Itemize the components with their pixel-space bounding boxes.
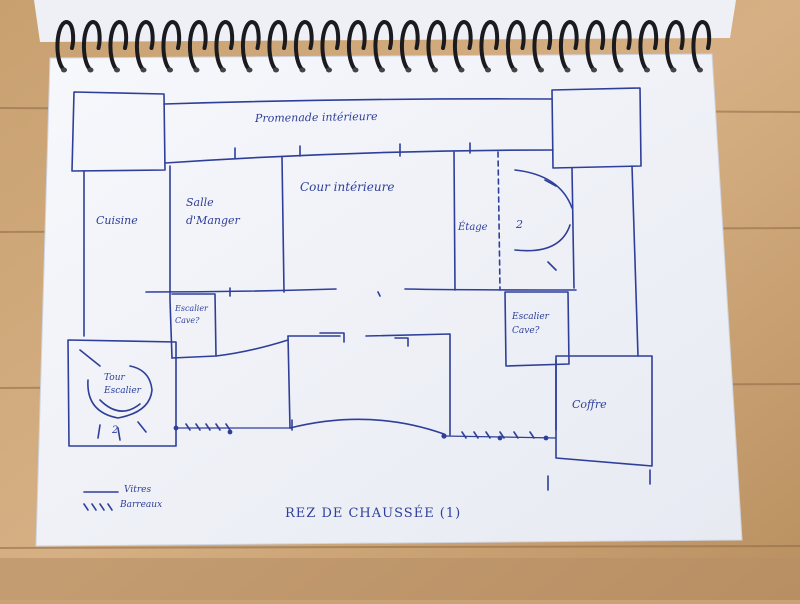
spiral-hole bbox=[379, 67, 385, 73]
label-cuisine: Cuisine bbox=[96, 214, 138, 227]
spiral-hole bbox=[61, 67, 67, 73]
spiral-hole bbox=[167, 67, 173, 73]
spiral-coil bbox=[135, 19, 155, 72]
spiral-coil bbox=[267, 19, 288, 72]
spiral-coil bbox=[691, 19, 712, 72]
spiral-coil bbox=[585, 19, 606, 72]
spiral-coil bbox=[214, 19, 235, 72]
spiral-hole bbox=[432, 67, 438, 73]
label-cave-left: Escalier Cave? bbox=[175, 304, 208, 325]
number-tour: 2 bbox=[112, 425, 119, 436]
spiral-hole bbox=[326, 67, 332, 73]
label-coffre: Coffre bbox=[572, 398, 607, 411]
plan-markers bbox=[173, 425, 549, 441]
label-cour: Cour intérieure bbox=[300, 180, 395, 194]
spiral-hole bbox=[193, 67, 200, 73]
notebook-page bbox=[35, 53, 743, 547]
spiral-hole bbox=[352, 67, 359, 73]
spiral-coil bbox=[506, 19, 526, 72]
spiral-coil bbox=[320, 19, 341, 72]
spiral-coil bbox=[347, 19, 367, 72]
spiral-coil bbox=[479, 19, 500, 72]
spiral-coil bbox=[241, 19, 261, 72]
spiral-hole bbox=[644, 67, 650, 73]
spiral-coil bbox=[400, 19, 420, 72]
spiral-coil bbox=[188, 19, 208, 72]
spiral-hole bbox=[511, 67, 518, 73]
spiral-hole bbox=[670, 67, 677, 73]
spiral-hole bbox=[405, 67, 412, 73]
spiral-coil bbox=[532, 19, 553, 72]
spiral-coil bbox=[373, 19, 394, 72]
plan-title: REZ DE CHAUSSÉE (1) bbox=[285, 506, 462, 521]
spiral-hole bbox=[591, 67, 597, 73]
spiral-coil bbox=[638, 19, 659, 72]
spiral-coil bbox=[55, 19, 76, 72]
spiral-coil bbox=[426, 19, 447, 72]
spiral-hole bbox=[220, 67, 226, 73]
label-etage: Étage bbox=[458, 222, 488, 233]
spiral-hole bbox=[617, 67, 624, 73]
spiral-hole bbox=[538, 67, 544, 73]
number-etage: 2 bbox=[516, 218, 523, 231]
spiral-coil bbox=[294, 19, 314, 72]
spiral-hole bbox=[458, 67, 465, 73]
spiral-binding bbox=[55, 19, 712, 73]
label-tour: Tour Escalier bbox=[104, 373, 141, 396]
spiral-hole bbox=[299, 67, 306, 73]
legend-bars: Barreaux bbox=[120, 500, 163, 510]
label-cave-right: Escalier Cave? bbox=[512, 312, 549, 336]
label-promenade: Promenade intérieure bbox=[254, 109, 378, 125]
spiral-coil bbox=[612, 19, 632, 72]
spiral-hole bbox=[564, 67, 571, 73]
spiral-coil bbox=[161, 19, 182, 72]
spiral-coil bbox=[453, 19, 473, 72]
spiral-hole bbox=[114, 67, 120, 73]
spiral-hole bbox=[246, 67, 253, 73]
legend-windows: Vitres bbox=[124, 485, 152, 495]
spiral-coil bbox=[559, 19, 579, 72]
spiral-coil bbox=[108, 19, 129, 72]
spiral-hole bbox=[697, 67, 703, 73]
label-salle: Salle d'Manger bbox=[186, 196, 240, 227]
spiral-coil bbox=[82, 19, 102, 72]
spiral-coil bbox=[665, 19, 685, 72]
spiral-hole bbox=[485, 67, 491, 73]
spiral-hole bbox=[273, 67, 279, 73]
spiral-hole bbox=[140, 67, 147, 73]
spiral-hole bbox=[87, 67, 94, 73]
